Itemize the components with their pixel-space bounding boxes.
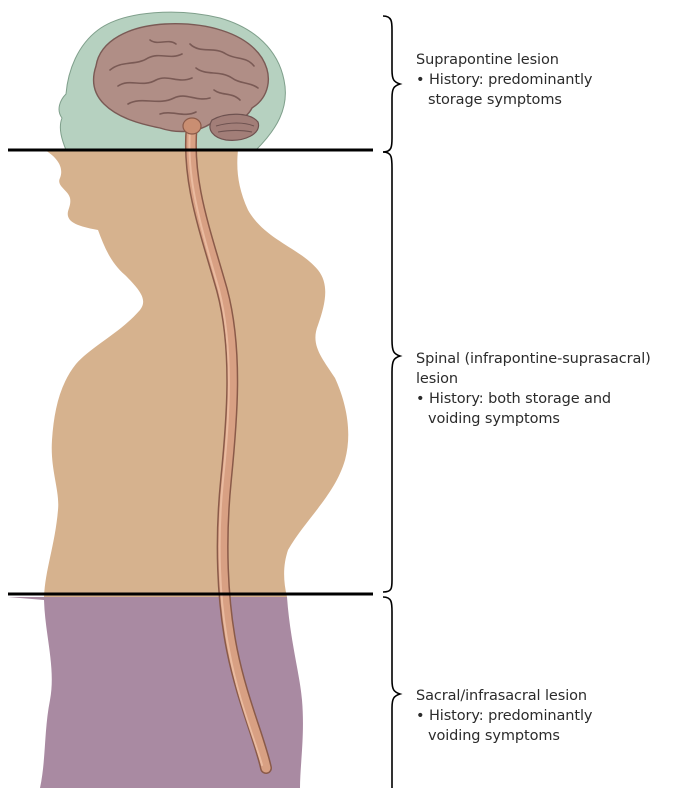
- sacral-history-line1: History: predominantly: [416, 706, 592, 726]
- spinal-title-line1: Spinal (infrapontine-suprasacral): [416, 349, 651, 369]
- label-sacral: Sacral/infrasacral lesion History: predo…: [416, 686, 592, 746]
- brace-supra: [383, 16, 400, 152]
- brace-sacral: [383, 597, 400, 788]
- supra-history-line1: History: predominantly: [416, 70, 592, 90]
- spinal-title-line2: lesion: [416, 369, 651, 389]
- brace-spinal: [383, 152, 400, 592]
- label-spinal: Spinal (infrapontine-suprasacral) lesion…: [416, 349, 651, 429]
- sacral-title: Sacral/infrasacral lesion: [416, 686, 592, 706]
- spinal-history-line1: History: both storage and: [416, 389, 651, 409]
- sacral-history-line2: voiding symptoms: [416, 726, 592, 746]
- spinal-history-line2: voiding symptoms: [416, 409, 651, 429]
- supra-title: Suprapontine lesion: [416, 50, 592, 70]
- supra-history-line2: storage symptoms: [416, 90, 592, 110]
- label-supra: Suprapontine lesion History: predominant…: [416, 50, 592, 110]
